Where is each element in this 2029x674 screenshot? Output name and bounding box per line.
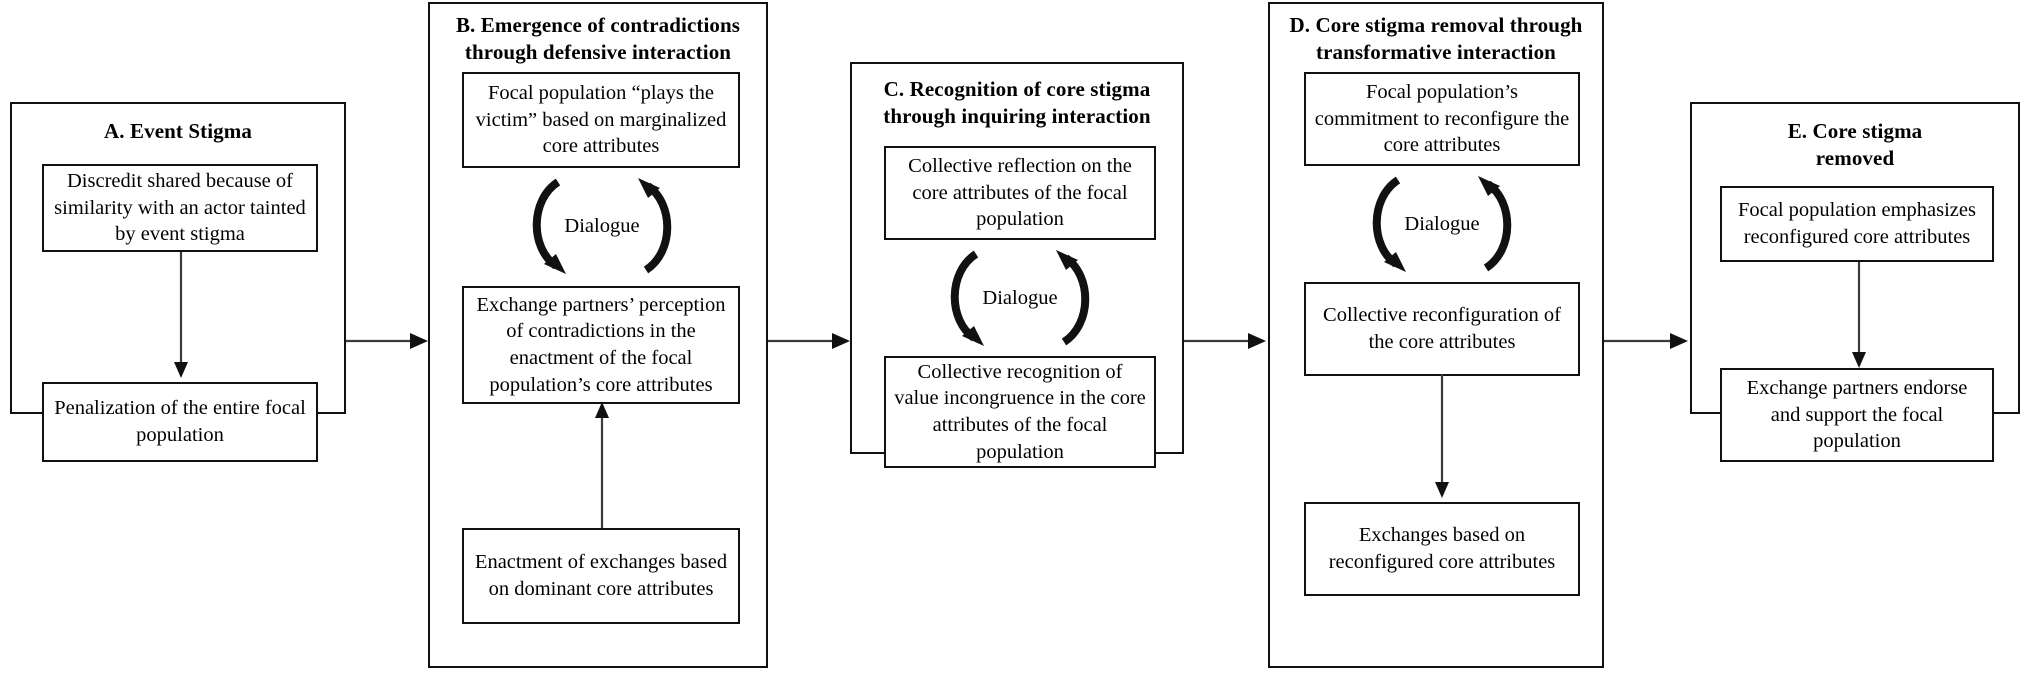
stage-e-internal-arrow bbox=[1852, 262, 1866, 368]
box-enactment-of-exchanges: Enactment of exchanges based on dominant… bbox=[462, 528, 740, 624]
connector-d-to-e bbox=[1604, 333, 1688, 349]
stage-a-internal-arrow bbox=[174, 252, 188, 378]
dialogue-cycle-icon bbox=[532, 178, 672, 274]
dialogue-cycle-d: Dialogue bbox=[1340, 172, 1544, 276]
box-perception-of-contradictions-text: Exchange partners’ perception of contrad… bbox=[476, 293, 726, 396]
box-enactment-of-exchanges-text: Enactment of exchanges based on dominant… bbox=[474, 551, 728, 600]
stage-d-title: D. Core stigma removal through transform… bbox=[1289, 13, 1583, 64]
stage-b-title: B. Emergence of contradictions through d… bbox=[455, 13, 741, 64]
stage-panel-a: A. Event Stigma Discredit shared because… bbox=[10, 102, 346, 462]
box-commitment-to-reconfigure: Focal population’s commitment to reconfi… bbox=[1304, 72, 1580, 166]
connector-b-to-c bbox=[768, 333, 850, 349]
box-collective-reconfiguration-text: Collective reconfiguration of the core a… bbox=[1323, 304, 1561, 353]
dialogue-label-b: Dialogue bbox=[564, 215, 640, 237]
stage-panel-b: B. Emergence of contradictions through d… bbox=[428, 2, 768, 668]
box-commitment-to-reconfigure-text: Focal population’s commitment to reconfi… bbox=[1314, 81, 1570, 157]
stage-a-title: A. Event Stigma bbox=[104, 119, 252, 143]
dialogue-label-d: Dialogue bbox=[1404, 213, 1480, 235]
stage-panel-e: E. Core stigma removed Focal population … bbox=[1690, 102, 2020, 462]
stage-c-title: C. Recognition of core stigma through in… bbox=[883, 77, 1151, 128]
box-plays-the-victim: Focal population “plays the victim” base… bbox=[462, 72, 740, 168]
box-partners-endorse: Exchange partners endorse and support th… bbox=[1720, 368, 1994, 462]
box-collective-recognition-text: Collective recognition of value incongru… bbox=[894, 360, 1146, 463]
box-perception-of-contradictions: Exchange partners’ perception of contrad… bbox=[462, 286, 740, 404]
stage-b-internal-arrow bbox=[595, 402, 609, 528]
box-collective-reflection-text: Collective reflection on the core attrib… bbox=[908, 155, 1132, 231]
box-penalization-text: Penalization of the entire focal populat… bbox=[54, 397, 306, 446]
stage-panel-c: C. Recognition of core stigma through in… bbox=[850, 62, 1184, 468]
box-collective-reconfiguration: Collective reconfiguration of the core a… bbox=[1304, 282, 1580, 376]
dialogue-cycle-c: Dialogue bbox=[918, 246, 1122, 350]
box-plays-the-victim-text: Focal population “plays the victim” base… bbox=[475, 82, 727, 158]
connector-c-to-d bbox=[1184, 333, 1266, 349]
stage-d-internal-arrow bbox=[1435, 374, 1449, 498]
box-collective-recognition: Collective recognition of value incongru… bbox=[884, 356, 1156, 468]
box-emphasizes-reconfigured-text: Focal population emphasizes reconfigured… bbox=[1738, 199, 1976, 248]
box-exchanges-reconfigured-text: Exchanges based on reconfigured core att… bbox=[1328, 524, 1556, 573]
box-exchanges-reconfigured: Exchanges based on reconfigured core att… bbox=[1304, 502, 1580, 596]
box-collective-reflection: Collective reflection on the core attrib… bbox=[884, 146, 1156, 240]
box-emphasizes-reconfigured: Focal population emphasizes reconfigured… bbox=[1720, 186, 1994, 262]
stage-panel-d: D. Core stigma removal through transform… bbox=[1268, 2, 1604, 668]
dialogue-cycle-b: Dialogue bbox=[500, 174, 704, 278]
stage-e-title: E. Core stigma removed bbox=[1787, 119, 1923, 170]
box-partners-endorse-text: Exchange partners endorse and support th… bbox=[1746, 377, 1968, 453]
dialogue-label-c: Dialogue bbox=[982, 287, 1058, 309]
connector-a-to-b bbox=[346, 333, 428, 349]
box-penalization: Penalization of the entire focal populat… bbox=[42, 382, 318, 462]
dialogue-cycle-icon bbox=[950, 250, 1090, 346]
box-discredit-shared-text: Discredit shared because of similarity w… bbox=[54, 170, 306, 246]
dialogue-cycle-icon bbox=[1372, 176, 1512, 272]
box-discredit-shared: Discredit shared because of similarity w… bbox=[42, 164, 318, 252]
